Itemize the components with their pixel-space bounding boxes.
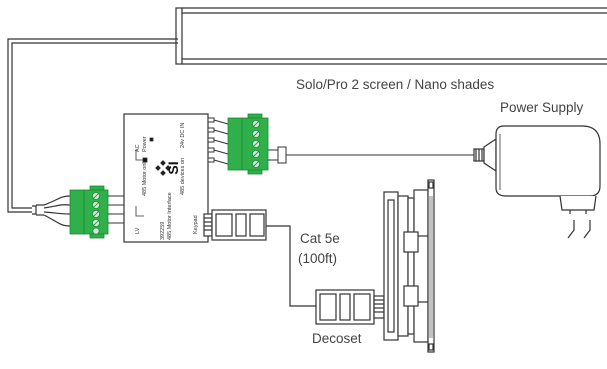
rj45-plug-bottom: [315, 289, 385, 325]
devices-on-label: 485 devices on: [180, 158, 186, 195]
si-logo: SI: [155, 160, 181, 176]
power-label: Power: [142, 136, 148, 152]
screen-label: Solo/Pro 2 screen / Nano shades: [296, 77, 494, 92]
brand-logo-text: SI: [165, 161, 181, 174]
power-leads: [268, 146, 474, 164]
dc-in-label: 24v DC IN: [180, 123, 186, 148]
cat5e-label: Cat 5e: [300, 231, 340, 246]
lv-label: LV: [135, 227, 141, 234]
motor-cable: [7, 38, 178, 227]
decoset-label: Decoset: [312, 331, 362, 346]
ac-power-marks: [135, 137, 154, 217]
cat5e-cable: [266, 225, 316, 307]
cable-length-label: (100ft): [298, 251, 337, 266]
power-supply: [473, 125, 601, 239]
shade-rail: [175, 7, 607, 65]
interface-pins-right: [207, 117, 229, 165]
power-terminal-connector: [227, 113, 269, 175]
product-name: 485 Motor Interface: [167, 192, 173, 240]
ac-label: AC: [135, 144, 141, 152]
rj45-plug-top: [203, 209, 267, 241]
decoset-keypad: [383, 179, 435, 353]
motor-interface-box: [123, 113, 209, 243]
power-supply-label: Power Supply: [500, 100, 584, 115]
model-number: 392259: [160, 222, 166, 240]
keypad-label: Keypad: [193, 215, 199, 234]
motor-only-label: 485 Motor only: [142, 159, 148, 196]
connector-leads-left: [108, 195, 124, 224]
motor-terminal-connector: [69, 185, 109, 239]
